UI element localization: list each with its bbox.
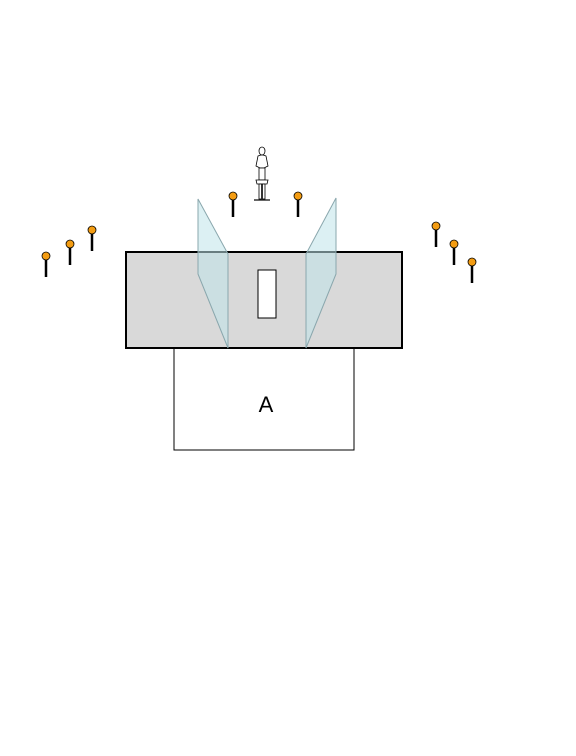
map-pin-icon	[228, 191, 238, 217]
map-pin-icon	[467, 257, 477, 283]
map-pin-icon	[449, 239, 459, 265]
box-a-label: A	[259, 392, 274, 417]
map-pin-icon	[431, 221, 441, 247]
map-pin-icon	[65, 239, 75, 265]
center-opening	[257, 269, 277, 319]
map-pin-icon	[293, 191, 303, 217]
map-pin-icon	[41, 251, 51, 277]
left-panel	[197, 198, 229, 349]
right-panel	[305, 197, 337, 349]
person-figure-icon	[254, 146, 270, 201]
map-pin-icon	[87, 225, 97, 251]
box-a	[173, 346, 355, 451]
